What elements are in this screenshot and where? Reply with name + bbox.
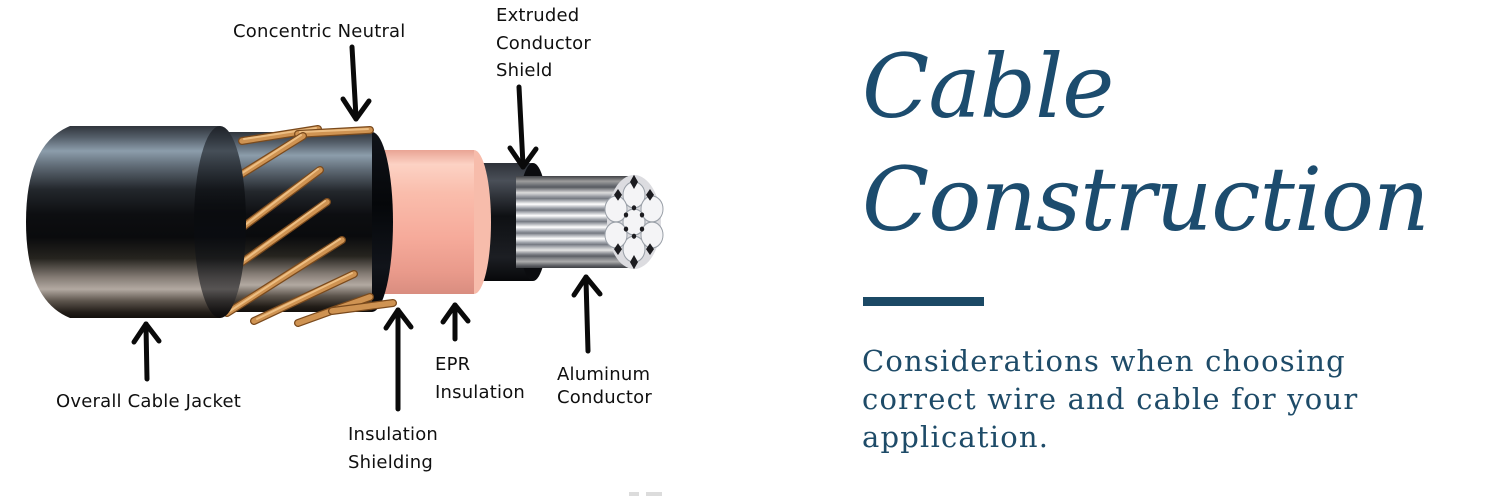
page-title-line2: Construction: [862, 148, 1430, 251]
concentric-neutral-label: Concentric Neutral: [233, 21, 405, 42]
aluminum-conductor-label-line2: Conductor: [557, 387, 652, 408]
hero-description-line3: application.: [862, 420, 1050, 454]
aluminum-conductor-layer: [516, 174, 664, 270]
insulation-shielding-label-line2: Shielding: [348, 452, 433, 473]
cable-construction-diagram: Concentric Neutral Extruded Conductor Sh…: [26, 5, 664, 473]
cutoff-footer-mark: [646, 492, 662, 496]
extruded-conductor-shield-label-line2: Conductor: [496, 33, 591, 54]
aluminum-strand-end-face: [604, 174, 664, 270]
annotation-arrows: [131, 44, 603, 412]
hero-description-line1: Considerations when choosing: [862, 344, 1346, 378]
extruded-conductor-shield-arrow: [507, 84, 539, 170]
title-divider-rule: [863, 297, 984, 306]
hero-description: Considerations when choosing correct wir…: [862, 342, 1358, 456]
extruded-conductor-shield-label-line3: Shield: [496, 60, 553, 81]
epr-insulation-label-line2: Insulation: [435, 382, 525, 403]
concentric-neutral-arrow: [340, 44, 372, 122]
aluminum-conductor-arrow: [571, 274, 603, 354]
overall-cable-jacket-layer: [26, 126, 246, 318]
overall-cable-jacket-arrow: [131, 321, 162, 382]
insulation-shielding-label-line1: Insulation: [348, 424, 438, 445]
extruded-conductor-shield-label-line1: Extruded: [496, 5, 579, 26]
epr-insulation-arrow: [440, 302, 471, 342]
hero-description-line2: correct wire and cable for your: [862, 382, 1359, 416]
insulation-shielding-arrow: [383, 307, 414, 412]
overall-cable-jacket-label: Overall Cable Jacket: [56, 391, 241, 412]
epr-insulation-label-line1: EPR: [435, 354, 470, 375]
aluminum-conductor-label-line1: Aluminum: [557, 364, 650, 385]
page-title-line1: Cable: [862, 35, 1114, 138]
cutoff-footer-mark: [629, 492, 639, 496]
annotation-labels: Concentric Neutral Extruded Conductor Sh…: [56, 5, 652, 473]
